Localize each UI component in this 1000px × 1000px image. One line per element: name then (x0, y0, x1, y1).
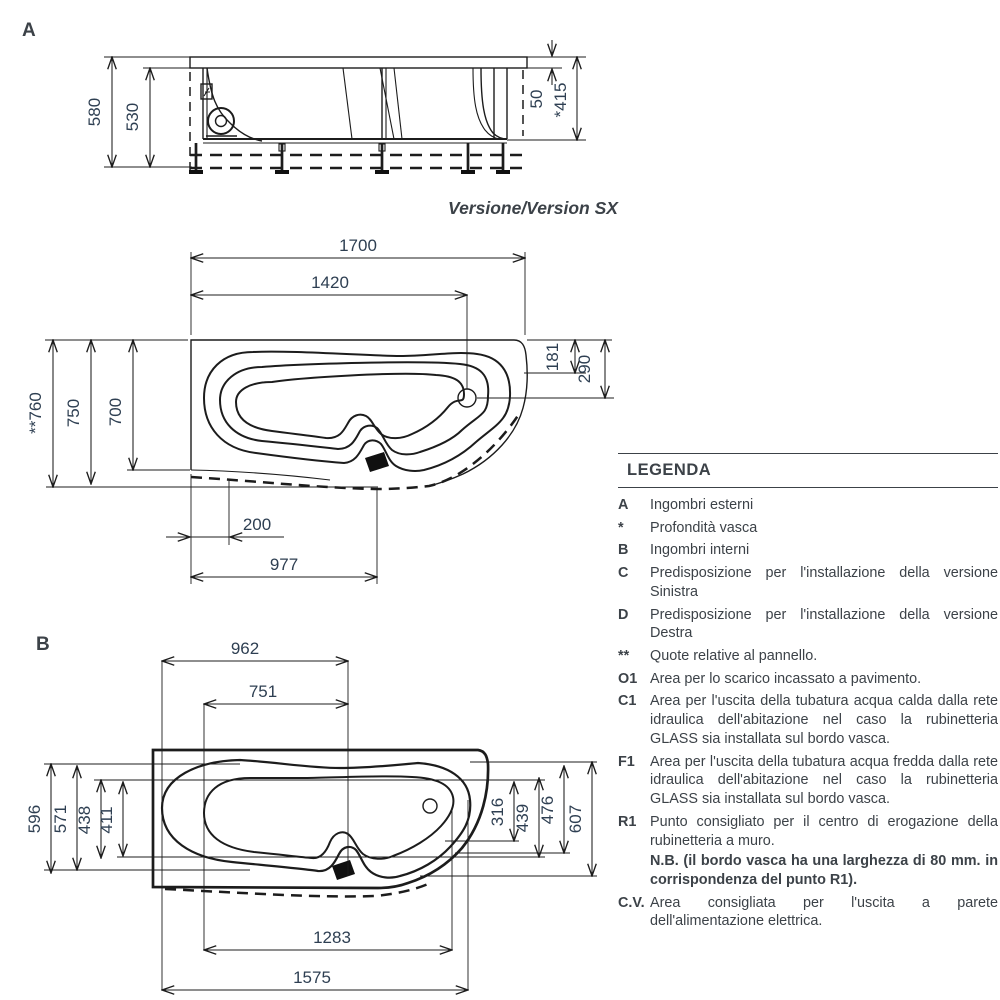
panel-edge (190, 410, 523, 491)
legend-item-star: * Profondità vasca (618, 519, 758, 536)
svg-text:977: 977 (270, 555, 298, 574)
tub-rim-section (189, 56, 528, 69)
legend-rule-top (618, 453, 998, 454)
svg-text:596: 596 (25, 805, 44, 833)
dim-290: 290 (477, 340, 614, 398)
legend-item-c1: C1 Area per l'uscita della tubatura acqu… (618, 693, 998, 747)
svg-text:290: 290 (575, 355, 594, 383)
svg-text:411: 411 (97, 806, 116, 833)
svg-text:50: 50 (527, 90, 546, 109)
rim-inner-contour (218, 361, 490, 456)
svg-text:700: 700 (106, 398, 125, 426)
frame-posts (202, 68, 508, 139)
legend-item-doublestar: ** Quote relative al pannello. (618, 648, 818, 665)
dim-751: 751 (204, 682, 348, 950)
panel-edge-b (164, 882, 429, 898)
dim-181: 181 (524, 340, 612, 373)
elevation-view: A (22, 20, 586, 174)
drain-hole-b (422, 798, 438, 814)
svg-text:1700: 1700 (339, 236, 377, 255)
legend-rule-bottom (618, 487, 998, 488)
dim-left-group: **760 750 700 (26, 340, 378, 487)
dim-977: 977 (191, 490, 377, 584)
frame-base (189, 143, 527, 174)
legend-item-a: A Ingombri esterni (618, 497, 754, 513)
svg-text:751: 751 (249, 682, 277, 701)
legend-item-d: D Predisposizione per l'installazione de… (618, 606, 998, 642)
svg-text:580: 580 (85, 98, 104, 126)
tub-section-profile (206, 67, 508, 142)
dim-left-group-b: 596 571 438 411 (25, 764, 545, 873)
drain-fitting (365, 452, 389, 472)
legend-item-cv: C.V. Area consigliata per l'uscita a par… (618, 894, 998, 930)
dim-530: 530 (123, 68, 190, 167)
dim-1420: 1420 (191, 273, 467, 389)
rim-outer-contour (202, 350, 512, 472)
dim-415: *415 (507, 57, 586, 140)
plan-b-label: B (36, 634, 50, 655)
svg-text:200: 200 (243, 515, 271, 534)
basin-contour (234, 372, 466, 440)
svg-text:962: 962 (231, 639, 259, 658)
rim-contour-b (160, 758, 472, 879)
svg-text:1283: 1283 (313, 928, 351, 947)
electric-box-icon (200, 83, 213, 100)
legend-item-o1: O1 Area per lo scarico incassato a pavim… (618, 670, 922, 687)
svg-text:1420: 1420 (311, 273, 349, 292)
svg-text:750: 750 (64, 399, 83, 427)
svg-text:439: 439 (513, 804, 532, 832)
dim-200: 200 (166, 474, 284, 584)
elevation-label: A (22, 20, 36, 41)
svg-text:571: 571 (51, 805, 70, 833)
basin-contour-b (202, 775, 455, 860)
pump-icon (206, 107, 237, 137)
plan-view-sx: 1700 1420 **760 750 700 181 (26, 236, 614, 584)
plan-view-b: B 962 751 596 571 (25, 634, 597, 990)
legend-item-r1: R1 Punto consigliato per il centro di er… (618, 813, 998, 888)
legend-title: LEGENDA (627, 461, 712, 479)
tub-outline-b (151, 748, 490, 890)
legend-item-c: C Predisposizione per l'installazione de… (618, 565, 998, 600)
dim-962: 962 (162, 639, 348, 990)
svg-text:*415: *415 (551, 83, 570, 118)
legend-items: A Ingombri esterni * Profondità vasca B … (618, 488, 998, 931)
dim-right-group-b: 316 439 476 607 (420, 762, 597, 876)
legend-item-b: B Ingombri interni (618, 542, 750, 559)
legend-item-r1-text: Punto consigliato per il centro di eroga… (650, 813, 998, 849)
legend-item-f1: F1 Area per l'uscita della tubatura acqu… (618, 753, 998, 808)
svg-text:476: 476 (538, 796, 557, 824)
drain-fitting-b (332, 860, 355, 880)
dim-1700: 1700 (191, 236, 525, 335)
svg-text:316: 316 (488, 798, 507, 826)
svg-text:181: 181 (543, 343, 562, 371)
svg-text:438: 438 (75, 806, 94, 834)
dim-580: 580 (85, 57, 192, 167)
dim-1575: 1575 (162, 800, 468, 990)
version-caption: Versione/Version SX (448, 198, 619, 218)
legend-item-r1-note: N.B. (il bordo vasca ha una larghezza di… (650, 853, 998, 888)
dim-1283: 1283 (204, 808, 452, 950)
drain-hole (457, 388, 477, 408)
svg-text:530: 530 (123, 103, 142, 131)
svg-text:**760: **760 (26, 392, 45, 434)
legend-panel: LEGENDA A Ingombri esterni * Profondità … (618, 453, 998, 935)
svg-text:1575: 1575 (293, 968, 331, 987)
svg-text:607: 607 (566, 805, 585, 833)
tub-outline (190, 339, 528, 487)
